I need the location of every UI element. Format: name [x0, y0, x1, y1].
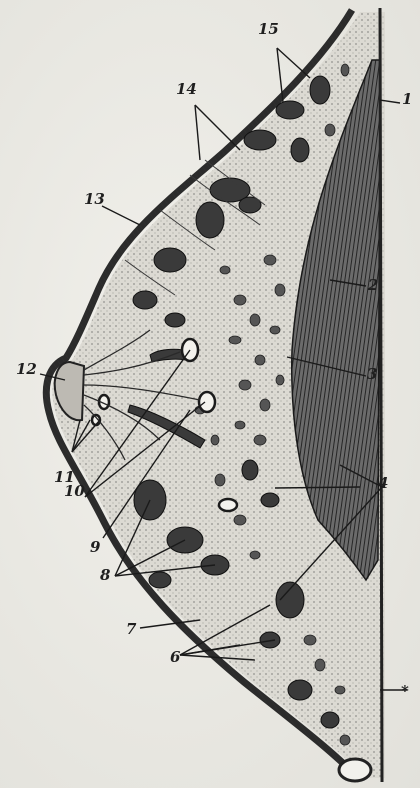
label-14: 14: [176, 82, 197, 97]
label-15: 15: [258, 22, 279, 37]
label-1: 1: [402, 92, 412, 107]
label-10: 10: [64, 484, 85, 499]
label-star: *: [401, 684, 409, 699]
label-2: 2: [368, 278, 378, 293]
label-13: 13: [84, 192, 105, 207]
label-3: 3: [367, 367, 377, 382]
label-8: 8: [100, 568, 110, 583]
label-12: 12: [16, 362, 37, 377]
label-7: 7: [126, 622, 136, 637]
label-4: 4: [378, 476, 388, 491]
label-6: 6: [170, 650, 180, 665]
label-9: 9: [90, 540, 100, 555]
chest-wall-line: [380, 8, 382, 782]
rib: [339, 759, 371, 781]
